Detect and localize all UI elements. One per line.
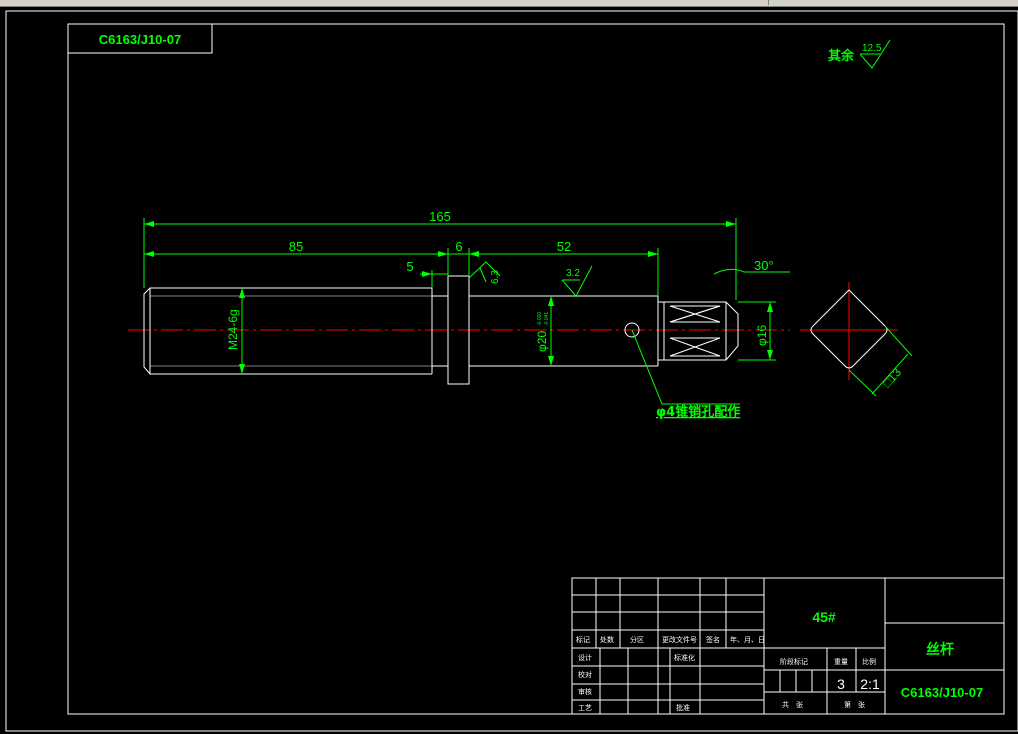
dim-tolerance-upper: -0.020: [537, 312, 543, 326]
sheet-outer-border: [5, 10, 1018, 732]
square-section-view: [810, 289, 888, 369]
dim-overall-length: 165: [429, 209, 451, 224]
title-block-grid: [571, 577, 1005, 715]
rev-header-2: 分区: [630, 635, 644, 644]
standardize-label: 标准化: [674, 653, 695, 662]
sign-row-0: 设计: [578, 653, 592, 662]
rev-header-3: 更改文件号: [662, 635, 697, 644]
dimension-lines: [143, 218, 913, 405]
title-block-labels: 标记 处数 分区 更改文件号 签名 年、月、日 设计 校对 审核 工艺 标准化 …: [576, 635, 876, 712]
dim-tolerance-lower: -0.041: [544, 312, 550, 326]
rev-header-0: 标记: [576, 635, 590, 644]
collar-roughness: 6.3: [490, 270, 501, 284]
code-box-text: C6163/J10-07: [99, 32, 181, 47]
dim-collar-width: 6: [455, 239, 462, 254]
dim-thread-length: 85: [289, 239, 303, 254]
dim-right-length: 52: [557, 239, 571, 254]
scale-label: 比例: [862, 657, 876, 666]
toolbar-segment[interactable]: [640, 0, 769, 5]
sheet-total-label: 共 张: [782, 700, 803, 709]
rev-header-1: 处数: [600, 635, 614, 644]
weight-label: 重量: [834, 658, 848, 666]
dim-groove: 5: [406, 259, 413, 274]
window-toolbar-strip: [0, 0, 1018, 7]
rev-header-4: 签名: [706, 635, 720, 644]
sign-row-2: 审核: [578, 687, 592, 696]
sheet-no-label: 第 张: [844, 700, 865, 709]
roughness-symbol-icon: [859, 39, 891, 69]
shaft-roughness: 3.2: [566, 268, 580, 279]
shaft-outline: [143, 275, 739, 385]
dim-shaft-diameter: φ20: [535, 331, 549, 352]
title-scale: 2:1: [860, 676, 880, 692]
general-roughness-label: 其余: [828, 48, 855, 64]
sign-row-3: 工艺: [578, 704, 592, 712]
title-drawing-number: C6163/J10-07: [901, 685, 983, 700]
dimension-arrowheads: [144, 221, 773, 374]
approve-label: 批准: [676, 703, 690, 712]
dim-end-diameter: φ16: [755, 325, 769, 346]
title-material: 45#: [812, 609, 836, 625]
pin-hole-note: φ4锥销孔配作: [656, 404, 740, 420]
dim-square-size: □13: [880, 365, 904, 390]
sign-row-1: 校对: [578, 670, 592, 679]
code-box: [67, 23, 213, 54]
stage-mark-label: 阶段标记: [780, 657, 808, 666]
general-roughness-value: 12.5: [862, 43, 882, 54]
title-quantity: 3: [837, 676, 845, 692]
rev-header-5: 年、月、日: [730, 635, 765, 644]
frame-border: [67, 23, 1005, 715]
title-part-name: 丝杆: [926, 641, 954, 658]
flat-cross-marks: [669, 305, 721, 357]
dim-thread-spec: M24-6g: [226, 309, 240, 350]
dim-chamfer-angle: 30°: [754, 258, 774, 273]
pin-hole: [624, 322, 640, 338]
